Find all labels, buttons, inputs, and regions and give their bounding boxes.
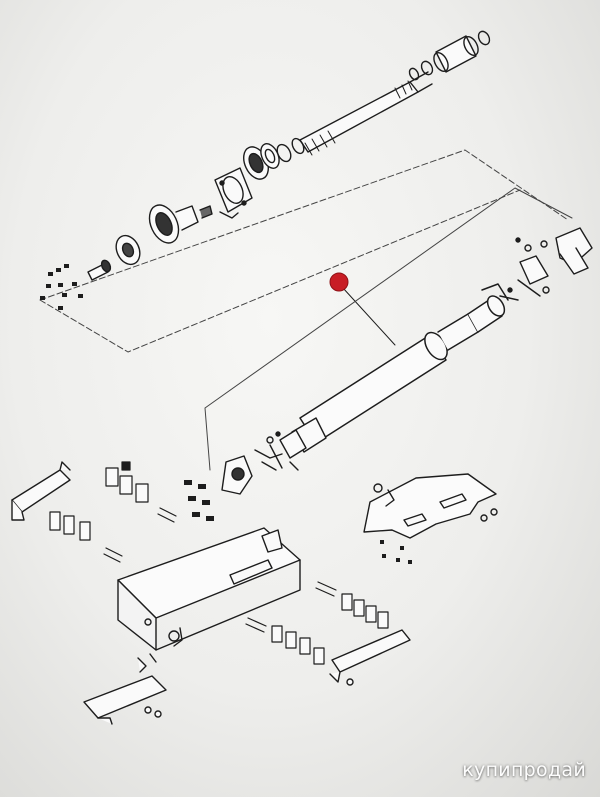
pad-stack-group-a: [105, 461, 177, 523]
watermark: купипродай: [462, 759, 586, 781]
assembly-bracket-line: [204, 187, 573, 471]
pad-stack-group-b: [49, 511, 123, 563]
lower-left-bracket: [83, 653, 167, 725]
lower-right-rail: [329, 629, 411, 686]
upper-assembly-boundary: [39, 149, 569, 353]
bearing-seal-part: [243, 143, 280, 180]
leader-line: [342, 287, 396, 346]
right-floor-plate: [363, 473, 498, 539]
central-subframe: [117, 527, 301, 651]
bolt-part: [87, 259, 112, 281]
pad-stack-group-c: [315, 581, 389, 629]
small-hardware-upper-left: [40, 264, 83, 310]
u-joint-yoke-right: [507, 227, 593, 297]
main-shaft-part: [276, 71, 433, 163]
left-rail-bracket: [11, 461, 71, 521]
bolt-group-center: [184, 480, 214, 521]
small-hardware-right: [380, 540, 412, 564]
red-dot-icon[interactable]: [329, 272, 349, 292]
u-joint-yoke-left: [221, 417, 327, 495]
nut-part: [115, 234, 141, 266]
driveshaft-tube: [299, 283, 519, 444]
pad-stack-group-d: [245, 617, 325, 665]
flange-plate-part: [214, 167, 253, 219]
hub-part: [148, 204, 213, 244]
bushing-part: [408, 30, 491, 81]
